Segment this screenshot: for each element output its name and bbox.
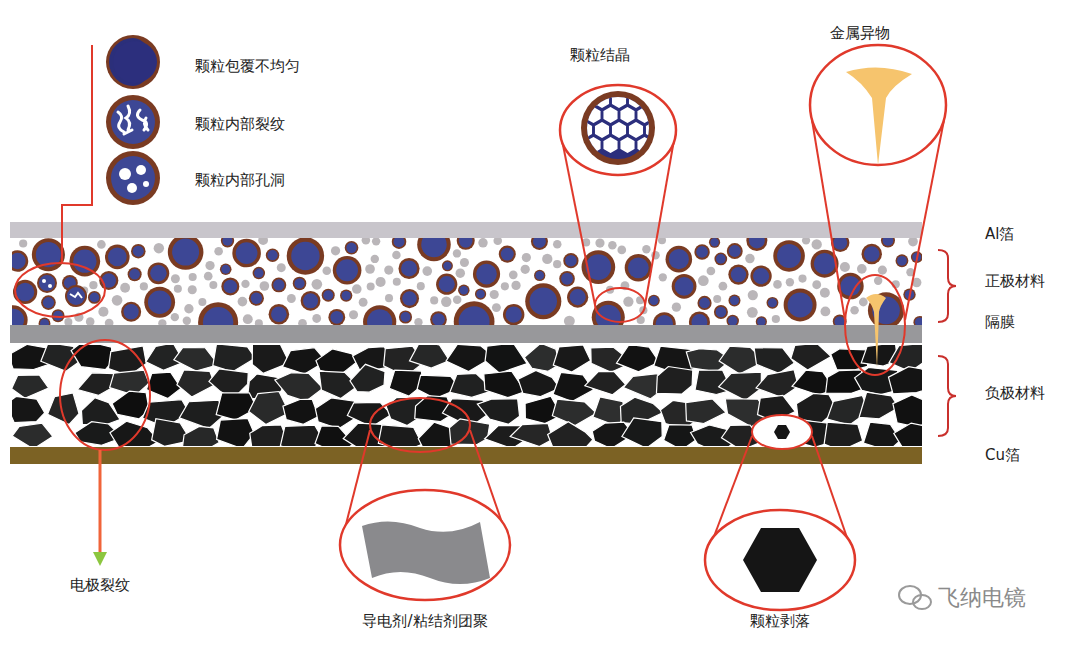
watermark-icon — [899, 586, 931, 609]
callout-heading: 颗粒剥落 — [750, 612, 810, 630]
callout-ellipse: 颗粒剥落 — [705, 510, 855, 610]
brace — [938, 356, 956, 436]
callout-ellipse: 金属异物 — [810, 45, 946, 165]
al-foil — [10, 222, 922, 238]
separator — [10, 325, 922, 343]
layer-label: 隔膜 — [985, 313, 1015, 331]
anode-layer — [12, 345, 922, 446]
callout-ellipse: 导电剂/粘结剂团聚 — [340, 490, 510, 600]
defect-label: 颗粒包覆不均匀 — [195, 57, 300, 75]
defect-label: 电极裂纹 — [70, 576, 130, 594]
particle-icons — [106, 35, 160, 205]
defect-particles — [37, 273, 87, 307]
layer-label: 正极材料 — [985, 272, 1045, 290]
defect-label: 颗粒内部裂纹 — [195, 115, 285, 133]
callout-heading: 颗粒结晶 — [570, 46, 630, 64]
callout-ellipse: 颗粒结晶 — [560, 85, 676, 175]
cathode-layer — [12, 238, 922, 326]
brace — [938, 250, 956, 322]
layer-label: Al箔 — [985, 225, 1014, 243]
callout-heading: 导电剂/粘结剂团聚 — [362, 612, 487, 630]
leader-line — [62, 45, 92, 264]
layer-label: 负极材料 — [985, 384, 1045, 402]
callout-heading: 金属异物 — [830, 24, 890, 42]
watermark: 飞纳电镜 — [938, 585, 1026, 611]
defect-label: 颗粒内部孔洞 — [195, 171, 285, 189]
callout-ellipse — [15, 263, 105, 317]
layer-label: Cu箔 — [985, 446, 1020, 464]
